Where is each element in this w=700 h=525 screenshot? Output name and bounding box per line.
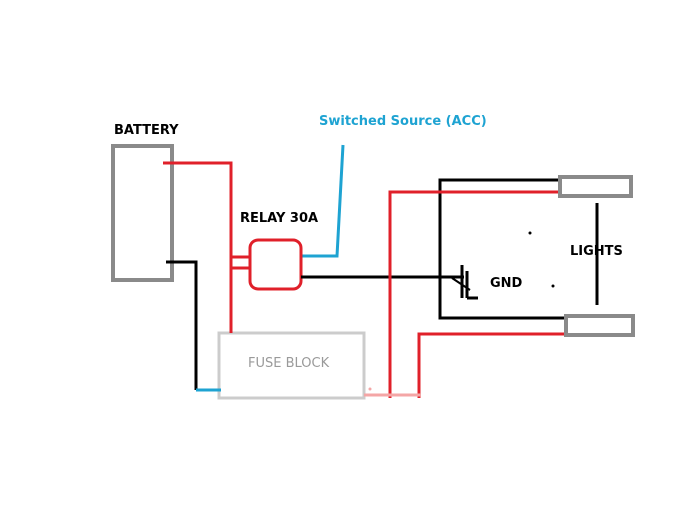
lights-ground-frame (438, 178, 566, 320)
fuse-block-label: FUSE BLOCK (248, 356, 330, 371)
relay-box (248, 238, 303, 291)
battery-box (111, 144, 174, 282)
switched-source-label: Switched Source (ACC) (319, 114, 487, 129)
fuse-block-box (217, 331, 366, 400)
fused-output-wire-1 (388, 190, 560, 398)
junction-dot (551, 284, 555, 288)
light-top (558, 175, 633, 198)
junction-dot (528, 231, 532, 235)
light-bottom (564, 314, 635, 337)
fused-output-wire-2 (417, 332, 566, 398)
junction-dot (368, 387, 372, 391)
lights-label: LIGHTS (570, 244, 623, 259)
gnd-label: GND (490, 276, 523, 291)
battery-negative-wire (166, 260, 198, 390)
battery-positive-wire (163, 161, 233, 333)
battery-label: BATTERY (114, 123, 179, 138)
switched-source-wire (301, 144, 345, 258)
relay-label: RELAY 30A (240, 211, 319, 226)
ground-symbol-diagonal (451, 277, 471, 291)
